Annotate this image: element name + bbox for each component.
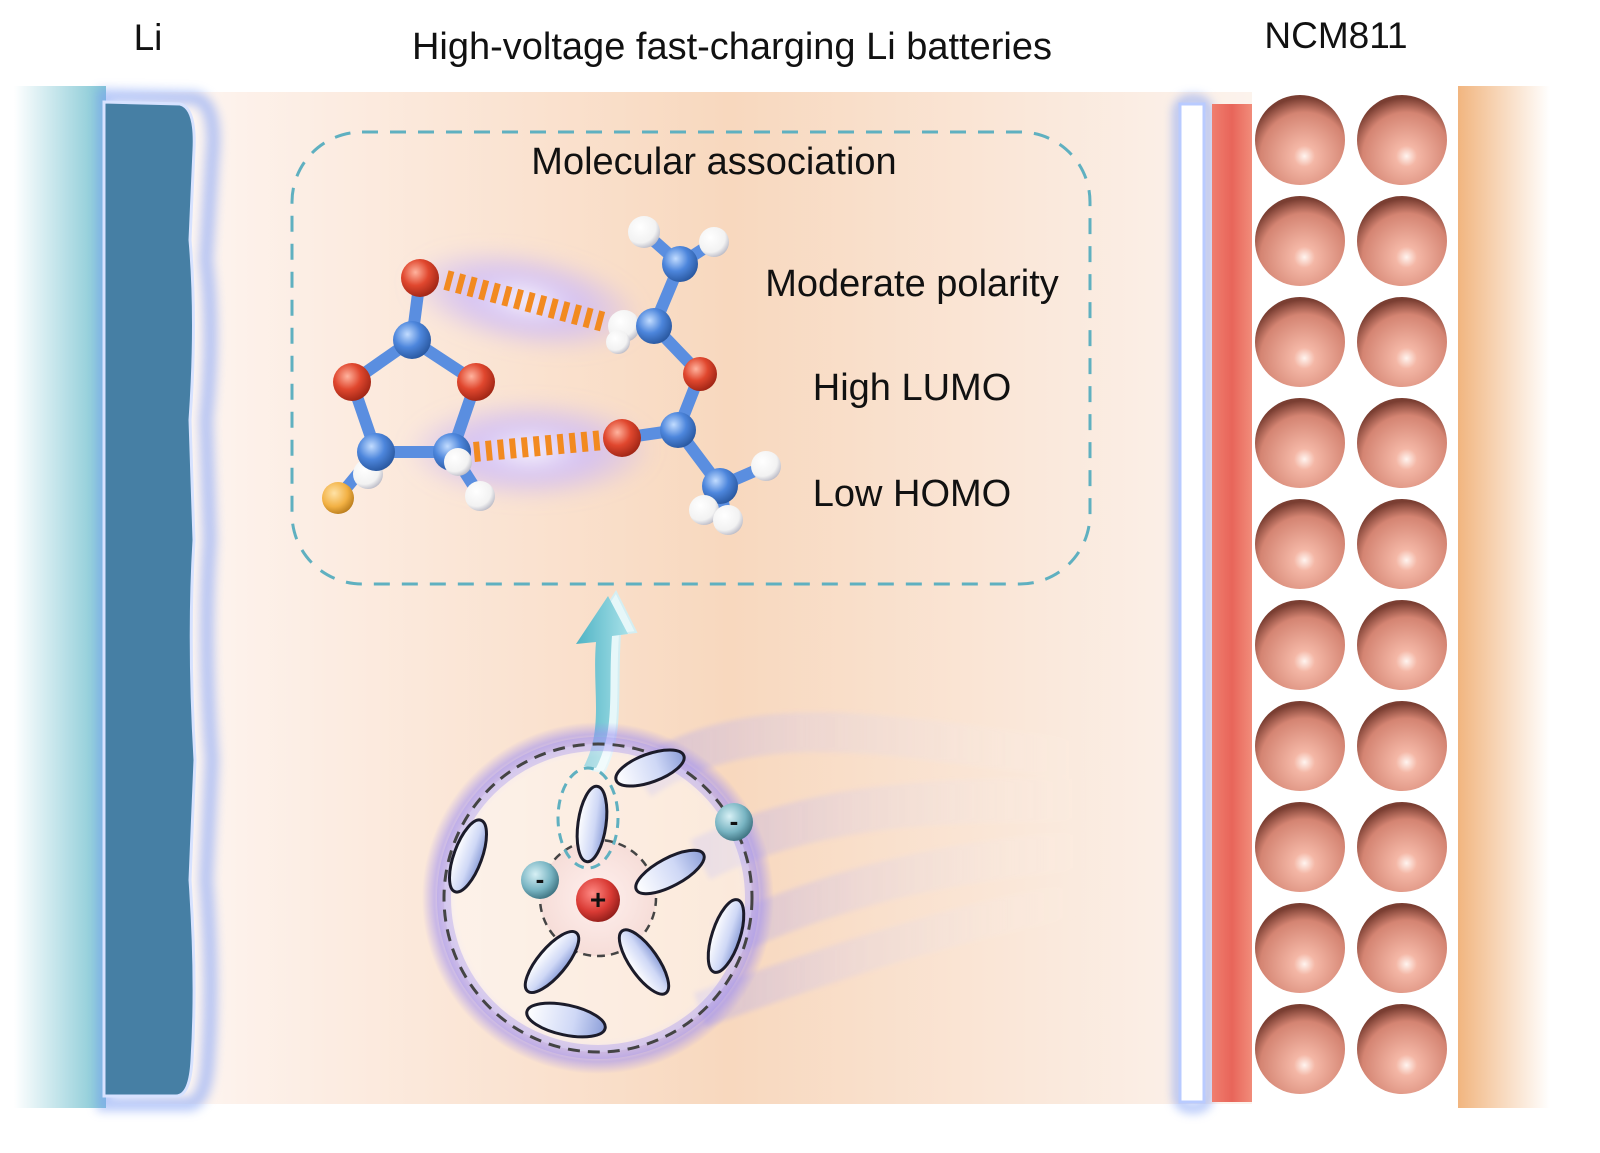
ncm811-particle [1357, 903, 1447, 993]
carbon-atom [393, 321, 431, 359]
carbon-atom [636, 308, 672, 344]
ncm811-particle [1255, 802, 1345, 892]
carbon-atom [357, 433, 395, 471]
ncm811-particle [1357, 1004, 1447, 1094]
ncm811-particle [1357, 95, 1447, 185]
carbon-atom [662, 246, 698, 282]
cathode-interphase [1178, 102, 1206, 1104]
ncm811-particle [1357, 701, 1447, 791]
property-moderate-polarity: Moderate polarity [765, 263, 1059, 305]
cyclic-carbonate-molecule [322, 259, 495, 514]
ncm811-particle [1255, 398, 1345, 488]
panel-heading: Molecular association [531, 141, 896, 183]
ncm811-particle [1255, 600, 1345, 690]
ncm811-particle [1255, 701, 1345, 791]
anion [715, 803, 753, 841]
ncm811-particle [1357, 297, 1447, 387]
anion-symbol: - [536, 864, 545, 894]
carbon-atom [702, 468, 738, 504]
ncm811-particle [1357, 802, 1447, 892]
ncm811-particle [1255, 196, 1345, 286]
solvent-molecules [448, 748, 746, 1039]
fluorine-atom [322, 482, 354, 514]
ncm811-particle [1357, 499, 1447, 589]
diagram-title: High-voltage fast-charging Li batteries [412, 26, 1052, 68]
ncm811-particle [1255, 297, 1345, 387]
cation-symbol: + [590, 884, 606, 915]
ncm811-particle [1255, 903, 1345, 993]
molecular-association-panel: Molecular association Moderate polarity … [290, 130, 1092, 586]
ncm811-particle [1255, 95, 1345, 185]
solvent-molecule [523, 930, 581, 994]
cathode-interphase-glow [1173, 95, 1213, 1113]
ncm811-particle [1357, 196, 1447, 286]
solvent-molecule [706, 898, 746, 974]
ncm811-cathode [1173, 86, 1550, 1113]
cathode-surface-strip [1212, 104, 1252, 1102]
hydrogen-atom [444, 448, 472, 476]
anode-glow [97, 88, 221, 1111]
cathode-label: NCM811 [1264, 15, 1407, 56]
oxygen-atom [457, 363, 495, 401]
association-bond-upper [443, 270, 607, 332]
anion [521, 861, 559, 899]
hydrogen-atom [751, 451, 781, 481]
association-bond-lower [473, 430, 605, 462]
solvent-molecule [525, 1001, 607, 1039]
solvent-molecule [448, 818, 488, 894]
highlighted-solvent-ring [556, 766, 620, 870]
anode-outer-edge [14, 86, 106, 1108]
hydrogen-atom [699, 227, 729, 257]
anode-body [102, 100, 197, 1098]
property-low-homo: Low HOMO [813, 473, 1011, 515]
hydrogen-atom [606, 330, 630, 354]
solvent-molecule [575, 784, 609, 864]
ncm811-particle [1357, 398, 1447, 488]
anode-label: Li [134, 17, 163, 58]
solvation-sheath: + - - [422, 722, 774, 1074]
oxygen-atom [603, 419, 641, 457]
outer-shell-dashed-line [442, 742, 754, 1054]
solvent-molecule [634, 848, 706, 896]
property-high-lumo: High LUMO [813, 367, 1012, 409]
hydrogen-atom [465, 481, 495, 511]
cation [576, 878, 620, 922]
anion-symbol: - [730, 806, 739, 836]
ncm811-particle [1357, 600, 1447, 690]
ncm811-particle [1255, 499, 1345, 589]
lithium-anode [14, 86, 221, 1111]
oxygen-atom [401, 259, 439, 297]
solvent-molecule [617, 928, 671, 996]
solvent-molecule [614, 748, 686, 788]
hydrogen-atom [713, 505, 743, 535]
hydrogen-atom [689, 495, 719, 525]
hydrogen-atom [628, 216, 660, 248]
panel-dashed-border [290, 130, 1092, 586]
carbon-atom [660, 412, 696, 448]
cathode-current-collector [1458, 86, 1550, 1108]
oxygen-atom [683, 357, 717, 391]
ncm811-particles [1255, 95, 1447, 1094]
ncm811-particle [1255, 1004, 1345, 1094]
linear-ester-molecule [603, 216, 781, 535]
oxygen-atom [333, 363, 371, 401]
